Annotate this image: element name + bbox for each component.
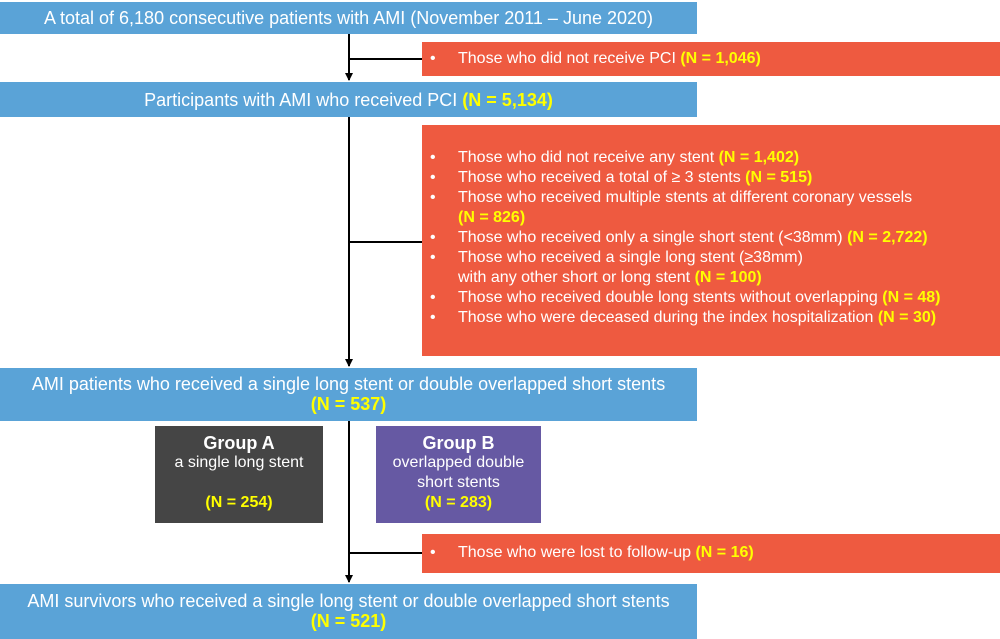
step1-text: A total of 6,180 consecutive patients wi… xyxy=(43,8,654,28)
count: (N = 30) xyxy=(877,309,937,326)
group-b-count: (N = 283) xyxy=(424,494,493,511)
step2-box: Participants with AMI who received PCI (… xyxy=(0,82,697,117)
exclusion2-item: Those who received a single long stent (… xyxy=(422,248,1000,288)
exclusion2-item: Those who received a total of ≥ 3 stents… xyxy=(422,168,1000,188)
group-b-title: Group B xyxy=(422,433,495,453)
exclusion1-item: Those who did not receive PCI (N = 1,046… xyxy=(422,49,1000,69)
step4-box: AMI survivors who received a single long… xyxy=(0,584,697,639)
step3-count: (N = 537) xyxy=(310,394,387,414)
group-b-description-line2: short stents xyxy=(417,474,500,491)
exclusion3-list: Those who were lost to follow-up (N = 16… xyxy=(422,543,1000,563)
exclusion2-item: Those who received double long stents wi… xyxy=(422,288,1000,308)
exclusion2-list: Those who did not receive any stent (N =… xyxy=(422,148,1000,328)
count: (N = 100) xyxy=(694,269,762,286)
exclusion2-item: Those who were deceased during the index… xyxy=(422,308,1000,328)
step3-box: AMI patients who received a single long … xyxy=(0,368,697,421)
group-b-box: Group B overlapped double short stents (… xyxy=(376,426,541,523)
count: (N = 16) xyxy=(695,544,754,561)
exclusion2-item: Those who received only a single short s… xyxy=(422,228,1000,248)
group-a-box: Group A a single long stent (N = 254) xyxy=(155,426,323,523)
count: (N = 2,722) xyxy=(847,229,928,246)
step3-text: AMI patients who received a single long … xyxy=(31,374,666,394)
exclusion3-box: Those who were lost to follow-up (N = 16… xyxy=(422,534,1000,573)
count: (N = 1,402) xyxy=(718,149,800,166)
step4-text: AMI survivors who received a single long… xyxy=(27,591,670,611)
exclusion2-item: Those who received multiple stents at di… xyxy=(422,188,1000,228)
exclusion1-box: Those who did not receive PCI (N = 1,046… xyxy=(422,42,1000,76)
exclusion3-item: Those who were lost to follow-up (N = 16… xyxy=(422,543,1000,563)
step1-box: A total of 6,180 consecutive patients wi… xyxy=(0,2,697,34)
exclusion2-box: Those who did not receive any stent (N =… xyxy=(422,125,1000,356)
exclusion1-list: Those who did not receive PCI (N = 1,046… xyxy=(422,49,1000,69)
count: (N = 1,046) xyxy=(680,50,761,67)
exclusion2-item: Those who did not receive any stent (N =… xyxy=(422,148,1000,168)
group-b-description-line1: overlapped double xyxy=(392,454,525,471)
count: (N = 826) xyxy=(458,209,526,226)
group-a-description: a single long stent xyxy=(174,454,304,471)
group-a-count: (N = 254) xyxy=(205,494,273,511)
group-a-title: Group A xyxy=(203,433,275,453)
step2-count: (N = 5,134) xyxy=(462,90,553,110)
count: (N = 48) xyxy=(882,289,941,306)
count: (N = 515) xyxy=(745,169,813,186)
step2-text: Participants with AMI who received PCI xyxy=(144,90,463,110)
step4-count: (N = 521) xyxy=(310,611,387,631)
